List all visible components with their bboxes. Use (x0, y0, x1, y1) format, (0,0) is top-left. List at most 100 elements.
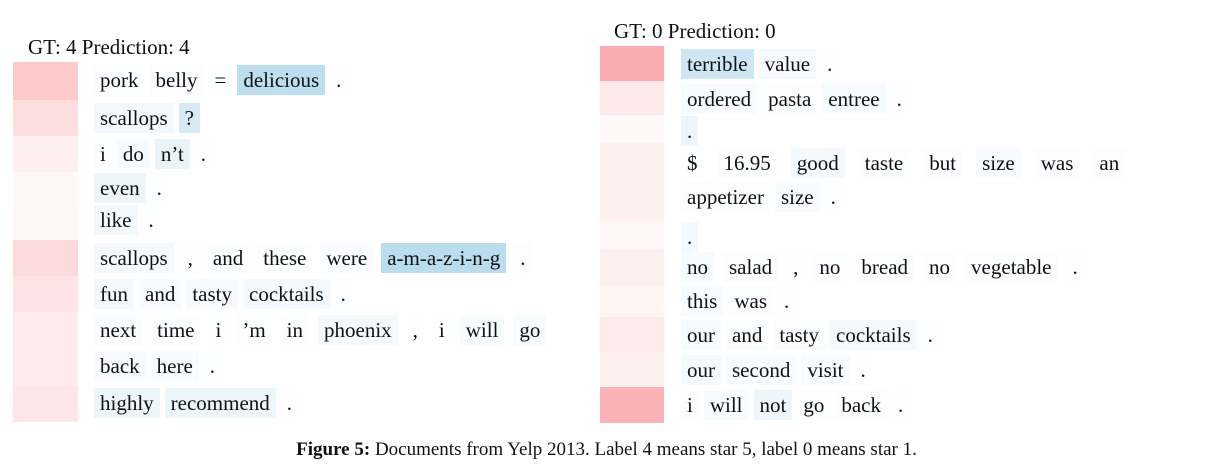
right-sentence-weight-bar (600, 285, 664, 317)
word-token: no (681, 252, 714, 282)
left-sentence-weight-bar (13, 312, 78, 386)
word-token: second (726, 355, 797, 385)
word-token: . (330, 65, 348, 95)
word-token: were (320, 243, 374, 273)
right-sentence-weight-bar (600, 221, 664, 249)
word-token: . (142, 205, 160, 235)
word-token: cocktails (243, 279, 330, 309)
right-sentence-weight-bar (600, 46, 664, 81)
right-sentence-weight-bar (600, 249, 664, 285)
word-token: our (681, 320, 721, 350)
word-token: in (280, 315, 309, 345)
word-token: , (181, 243, 199, 273)
word-token: like (94, 205, 138, 235)
word-token: not (753, 390, 793, 420)
word-token: even (94, 173, 146, 203)
word-token: phoenix (318, 315, 398, 345)
word-token: i (681, 390, 699, 420)
word-token: $ (681, 148, 704, 178)
word-token: . (892, 390, 910, 420)
word-token: an (1093, 148, 1126, 178)
word-token: next (94, 315, 143, 345)
word-token: bread (855, 252, 915, 282)
word-token: salad (723, 252, 779, 282)
right-sentence-weight-bar (600, 317, 664, 353)
word-token: back (94, 351, 146, 381)
left-sentence-weight-bar (13, 204, 78, 240)
word-token: . (778, 286, 796, 316)
word-token: this (681, 286, 724, 316)
word-token: pasta (762, 84, 818, 114)
left-sentence-line: scallops? (94, 103, 205, 133)
right-sentence-line: . (681, 116, 703, 146)
word-token: do (116, 139, 150, 169)
left-sentence-weight-bar (13, 386, 78, 422)
word-token: value (758, 49, 817, 79)
word-token: i (209, 315, 228, 345)
word-token: . (334, 279, 352, 309)
word-token: and (139, 279, 182, 309)
word-token: . (203, 351, 222, 381)
word-token: was (728, 286, 774, 316)
word-token: . (681, 222, 699, 252)
left-sentence-weight-bar (13, 100, 78, 136)
right-sentence-weight-bar (600, 143, 664, 221)
word-token: . (1066, 252, 1084, 282)
left-sentence-weight-bar (13, 240, 78, 276)
word-token: and (726, 320, 769, 350)
word-token: ’m (236, 315, 272, 345)
caption-label: Figure 5: (296, 439, 371, 460)
word-token: will (459, 315, 505, 345)
word-token: , (406, 315, 424, 345)
word-token: our (681, 355, 721, 385)
left-sentence-line: even. (94, 173, 173, 203)
word-token: will (703, 390, 749, 420)
word-token: cocktails (830, 320, 917, 350)
right-sentence-weight-bar (600, 387, 664, 423)
word-token: delicious (237, 65, 326, 95)
word-token: . (150, 173, 168, 203)
figure-caption: Figure 5: Documents from Yelp 2013. Labe… (0, 438, 1213, 462)
word-token: . (854, 355, 872, 385)
word-token: pork (94, 65, 145, 95)
word-token: . (280, 388, 299, 418)
word-token: . (681, 116, 699, 146)
word-token: time (151, 315, 201, 345)
word-token: and (206, 243, 250, 273)
caption-text: Documents from Yelp 2013. Label 4 means … (370, 439, 917, 460)
left-sentence-weight-bar (13, 172, 78, 204)
word-token: . (514, 243, 532, 273)
word-token: recommend (164, 388, 276, 418)
word-token: scallops (94, 243, 174, 273)
word-token: no (813, 252, 847, 282)
word-token: here (150, 351, 199, 381)
word-token: these (257, 243, 313, 273)
word-token: no (923, 252, 957, 282)
word-token: . (824, 182, 842, 212)
word-token: entree (822, 84, 886, 114)
left-sentence-weight-bar (13, 276, 78, 312)
word-token: back (835, 390, 888, 420)
right-sentence-weight-bar (600, 353, 664, 387)
word-token: appetizer (681, 182, 770, 212)
right-header: GT: 0 Prediction: 0 (614, 19, 776, 43)
right-sentence-line: . (681, 222, 703, 252)
word-token: ordered (681, 84, 758, 114)
word-token: i (94, 139, 112, 169)
word-token: go (797, 390, 831, 420)
word-token: belly (149, 65, 204, 95)
word-token: a-m-a-z-i-n-g (381, 243, 507, 273)
